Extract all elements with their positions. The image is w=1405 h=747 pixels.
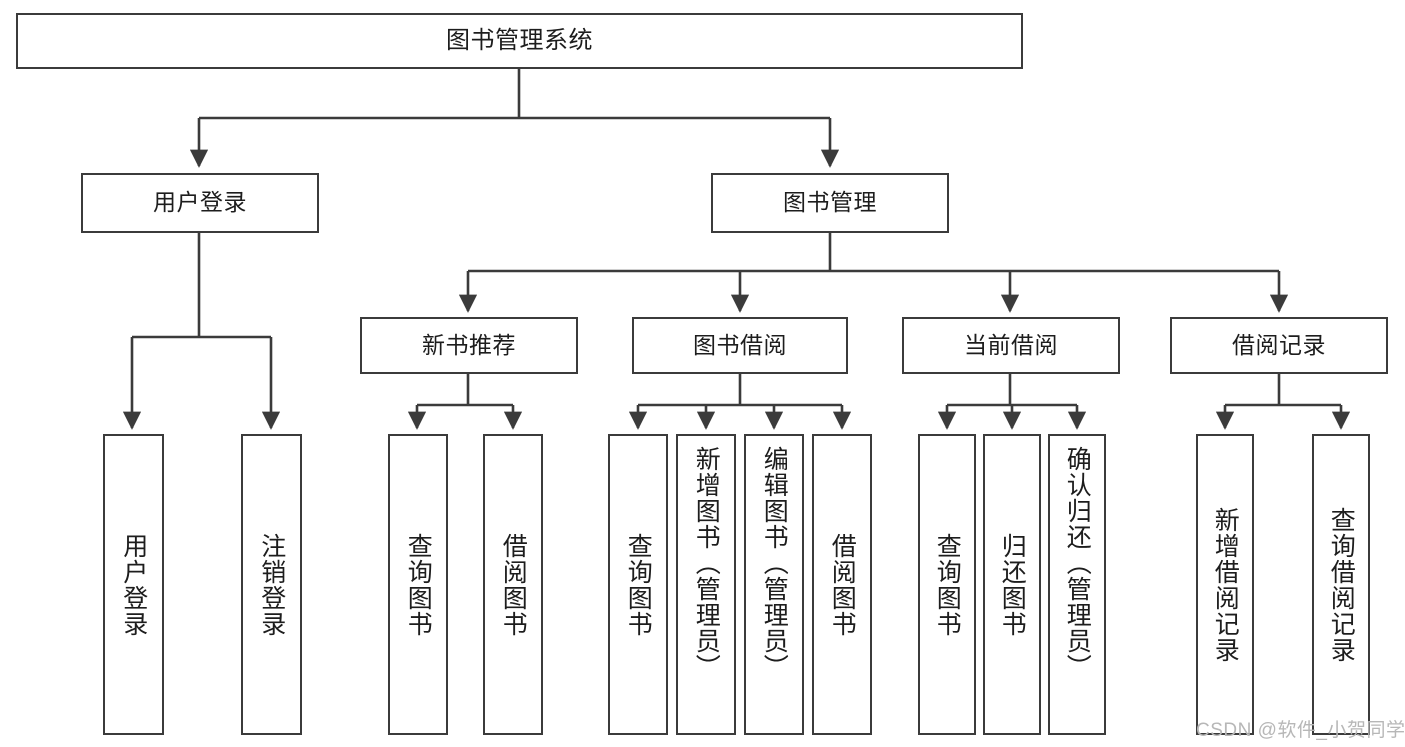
node-leaf-query-book-3[interactable]: 查询图书	[918, 434, 976, 735]
node-user-login-label: 用户登录	[153, 189, 247, 216]
node-root[interactable]: 图书管理系统	[16, 13, 1023, 69]
node-leaf-confirm-return-admin[interactable]: 确认归还（管理员）	[1048, 434, 1106, 735]
node-leaf-edit-book-admin[interactable]: 编辑图书（管理员）	[744, 434, 804, 735]
node-leaf-confirm-return-admin-label: 确认归还（管理员）	[1063, 446, 1092, 680]
node-current-borrow-label: 当前借阅	[964, 331, 1058, 358]
node-leaf-logout-login[interactable]: 注销登录	[241, 434, 302, 735]
node-leaf-add-borrow-record-label: 新增借阅记录	[1211, 506, 1240, 663]
node-leaf-return-book-label: 归还图书	[998, 532, 1027, 637]
node-book-manage-label: 图书管理	[783, 189, 877, 216]
node-leaf-borrow-book-1[interactable]: 借阅图书	[483, 434, 543, 735]
node-leaf-query-book-1[interactable]: 查询图书	[388, 434, 448, 735]
node-leaf-edit-book-admin-label: 编辑图书（管理员）	[760, 446, 789, 680]
node-user-login[interactable]: 用户登录	[81, 173, 319, 233]
node-leaf-add-borrow-record[interactable]: 新增借阅记录	[1196, 434, 1254, 735]
node-leaf-return-book[interactable]: 归还图书	[983, 434, 1041, 735]
node-book-manage[interactable]: 图书管理	[711, 173, 949, 233]
node-book-borrow[interactable]: 图书借阅	[632, 317, 848, 374]
node-leaf-query-book-2[interactable]: 查询图书	[608, 434, 668, 735]
node-leaf-add-book-admin-label: 新增图书（管理员）	[692, 446, 721, 680]
node-current-borrow[interactable]: 当前借阅	[902, 317, 1120, 374]
node-leaf-logout-login-label: 注销登录	[257, 532, 286, 637]
node-leaf-borrow-book-2[interactable]: 借阅图书	[812, 434, 872, 735]
node-new-book-recommend-label: 新书推荐	[422, 331, 516, 358]
node-borrow-record[interactable]: 借阅记录	[1170, 317, 1388, 374]
node-root-label: 图书管理系统	[446, 26, 593, 54]
node-book-borrow-label: 图书借阅	[693, 331, 787, 358]
node-leaf-user-login[interactable]: 用户登录	[103, 434, 164, 735]
node-leaf-user-login-label: 用户登录	[119, 532, 148, 637]
node-new-book-recommend[interactable]: 新书推荐	[360, 317, 578, 374]
node-leaf-add-book-admin[interactable]: 新增图书（管理员）	[676, 434, 736, 735]
csdn-watermark: CSDN @软件_小贺同学	[1196, 720, 1405, 741]
node-leaf-borrow-book-1-label: 借阅图书	[499, 532, 528, 637]
node-leaf-query-borrow-record-label: 查询借阅记录	[1327, 506, 1356, 663]
node-borrow-record-label: 借阅记录	[1232, 331, 1326, 358]
node-leaf-query-book-3-label: 查询图书	[933, 532, 962, 637]
node-leaf-query-borrow-record[interactable]: 查询借阅记录	[1312, 434, 1370, 735]
node-leaf-query-book-1-label: 查询图书	[404, 532, 433, 637]
node-leaf-query-book-2-label: 查询图书	[624, 532, 653, 637]
node-leaf-borrow-book-2-label: 借阅图书	[828, 532, 857, 637]
